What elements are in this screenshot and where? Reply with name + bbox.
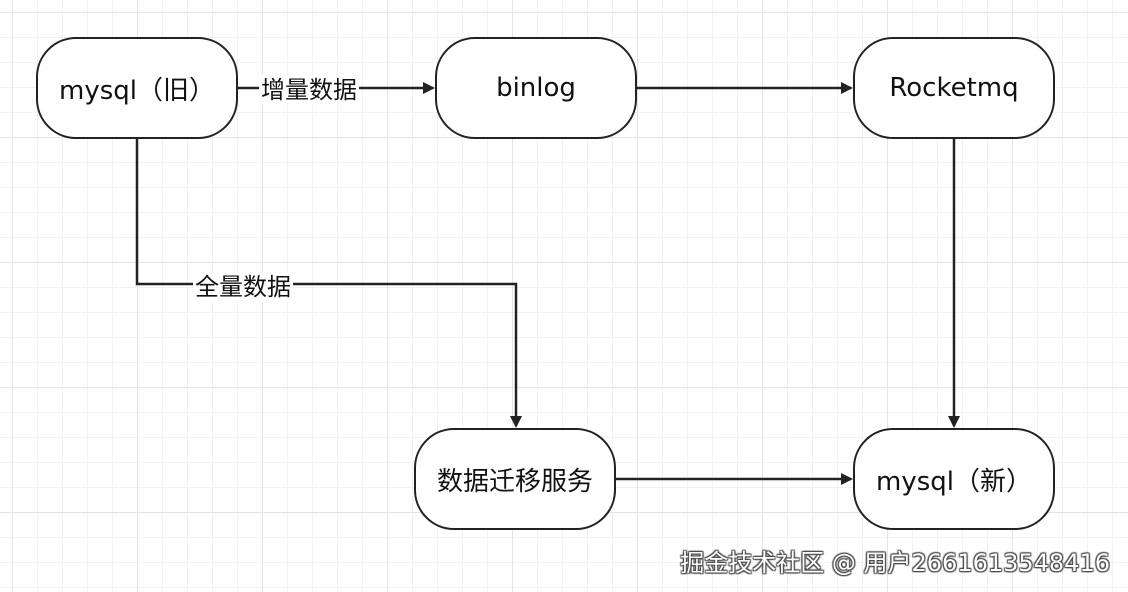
edge-label-incremental-data: 增量数据 xyxy=(259,75,359,105)
node-migration-service[interactable]: 数据迁移服务 xyxy=(414,428,616,530)
watermark-text: 掘金技术社区 @ 用户2661613548416 xyxy=(680,549,1110,577)
node-mysql-old-label: mysql（旧） xyxy=(59,75,215,106)
edge-mysql-old-to-migration xyxy=(135,139,522,428)
node-rocketmq[interactable]: Rocketmq xyxy=(853,37,1055,139)
node-mysql-new-label: mysql（新） xyxy=(876,466,1032,497)
node-binlog[interactable]: binlog xyxy=(435,37,637,139)
node-mysql-old[interactable]: mysql（旧） xyxy=(36,37,238,139)
node-binlog-label: binlog xyxy=(496,73,576,103)
node-migration-service-label: 数据迁移服务 xyxy=(436,466,593,497)
node-mysql-new[interactable]: mysql（新） xyxy=(853,428,1055,530)
node-rocketmq-label: Rocketmq xyxy=(889,73,1019,103)
edge-label-full-data: 全量数据 xyxy=(193,272,293,302)
